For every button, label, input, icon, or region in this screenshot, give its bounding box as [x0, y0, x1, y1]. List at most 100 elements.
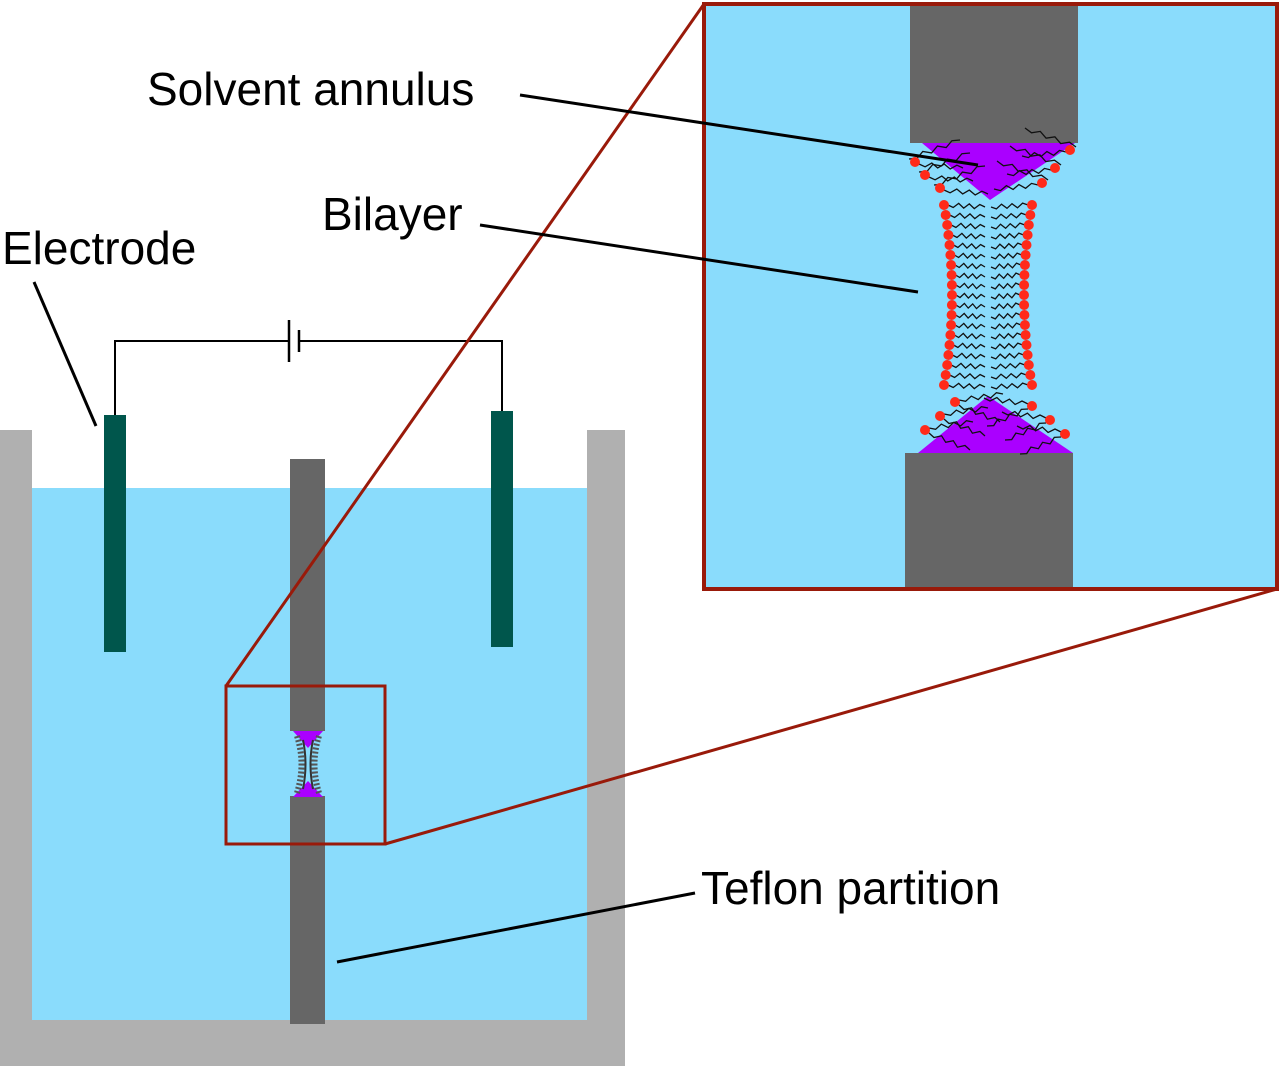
lipid-tail: [990, 342, 1023, 350]
lipid-tail: [990, 242, 1023, 250]
lipid-head: [950, 397, 960, 407]
lipid-head: [1022, 350, 1033, 360]
lipid-tails: [908, 127, 1077, 455]
lipid-tail: [990, 382, 1029, 390]
mini-bilayer: [294, 735, 322, 794]
lipid-tail: [990, 272, 1021, 280]
lipid-tail: [949, 372, 986, 380]
label-electrode: Electrode: [2, 222, 196, 274]
lipid-tail: [954, 332, 986, 340]
lipid-head: [943, 230, 954, 240]
lipid-tail: [953, 242, 986, 250]
lipid-tail: [1016, 424, 1062, 434]
lipid-head: [1050, 163, 1060, 173]
lipid-head: [920, 425, 930, 435]
lipid-head: [910, 157, 920, 167]
lipid-tail: [947, 382, 986, 390]
lipid-tail: [918, 152, 971, 173]
lipid-head: [1023, 360, 1034, 370]
circuit-wire: [114, 340, 503, 415]
lipid-tail: [983, 396, 1029, 406]
lipid-tail: [955, 302, 986, 310]
lipid-tail: [990, 322, 1022, 330]
mini-solvent-top: [293, 731, 323, 748]
lipid-tail: [1021, 149, 1067, 159]
lipid-head: [1019, 320, 1030, 330]
zoom-callout: [224, 3, 1278, 846]
lipid-head: [1037, 178, 1047, 188]
lipid-tail: [990, 222, 1026, 230]
lipid-head: [945, 250, 956, 260]
aperture-bilayer-mini: [293, 731, 323, 797]
leader-teflon-partition: [336, 891, 696, 964]
leader-solvent-annulus: [519, 93, 979, 167]
lipid-head: [1021, 340, 1032, 350]
lipid-head: [1021, 240, 1032, 250]
inset-partition-upper: [910, 5, 1078, 143]
callout-line-top: [224, 3, 706, 687]
lipid-tail: [990, 202, 1029, 210]
lipid-tail: [990, 332, 1022, 340]
lipid-head: [1020, 250, 1031, 260]
chamber: [0, 320, 625, 1066]
mini-solvent-bottom: [293, 781, 323, 797]
lipid-tail: [933, 165, 986, 186]
lipid-head: [942, 360, 953, 370]
lipid-head: [935, 183, 945, 193]
lipid-tail: [990, 302, 1021, 310]
lipid-tail: [996, 160, 1049, 181]
lipid-head: [944, 340, 955, 350]
lipid-head: [946, 260, 957, 270]
lipid-tail: [990, 372, 1027, 380]
lipid-head: [1027, 380, 1037, 390]
lipid-tail: [928, 419, 974, 431]
lipid-head: [1019, 290, 1029, 300]
lipid-head: [1019, 280, 1030, 290]
leader-bilayer: [479, 223, 919, 294]
lipid-tail: [955, 272, 986, 280]
lipid-tail: [990, 282, 1021, 290]
inset-frame: [702, 2, 1279, 591]
inset-partition-lower: [905, 453, 1073, 588]
lipid-tail: [955, 292, 986, 300]
lipid-head: [1025, 210, 1036, 220]
leader-electrode: [32, 281, 98, 427]
lipid-tail: [958, 391, 1004, 403]
lipid-head: [1045, 415, 1055, 425]
lipid-tail: [955, 312, 986, 320]
lipid-head: [946, 280, 957, 290]
lipid-tail: [1019, 436, 1062, 455]
label-teflon-partition: Teflon partition: [701, 862, 1000, 914]
lipid-tail: [947, 202, 986, 210]
lipid-head: [1019, 260, 1030, 270]
solvent-annulus-bottom: [918, 396, 1073, 453]
lipid-head: [940, 370, 951, 380]
lipid-head: [947, 290, 957, 300]
mini-bilayer-core: [302, 739, 314, 790]
lipid-head: [942, 220, 953, 230]
lipid-head: [1022, 230, 1033, 240]
lipid-tail: [958, 404, 1001, 423]
lipid-head: [1019, 310, 1030, 320]
lipid-tail: [1009, 145, 1062, 166]
lipid-tail: [990, 352, 1024, 360]
teflon-partition-upper: [290, 459, 325, 731]
lipid-tail: [990, 362, 1026, 370]
lipid-tail: [928, 175, 974, 183]
lipid-tail: [990, 312, 1021, 320]
lipid-head: [1027, 200, 1037, 210]
callout-line-bottom: [384, 587, 1278, 846]
lipid-tail: [990, 212, 1027, 220]
lipid-tail: [952, 352, 986, 360]
lipid-tail: [990, 262, 1022, 270]
lipid-tail: [953, 342, 986, 350]
lipid-head: [939, 380, 949, 390]
lipid-head: [1065, 145, 1075, 155]
lipid-tail: [954, 322, 986, 330]
lipid-head: [1027, 401, 1037, 411]
solvent-annulus-top: [922, 143, 1075, 200]
lipid-tail: [993, 182, 1039, 192]
battery-icon: [287, 320, 301, 362]
lipid-head: [944, 240, 955, 250]
